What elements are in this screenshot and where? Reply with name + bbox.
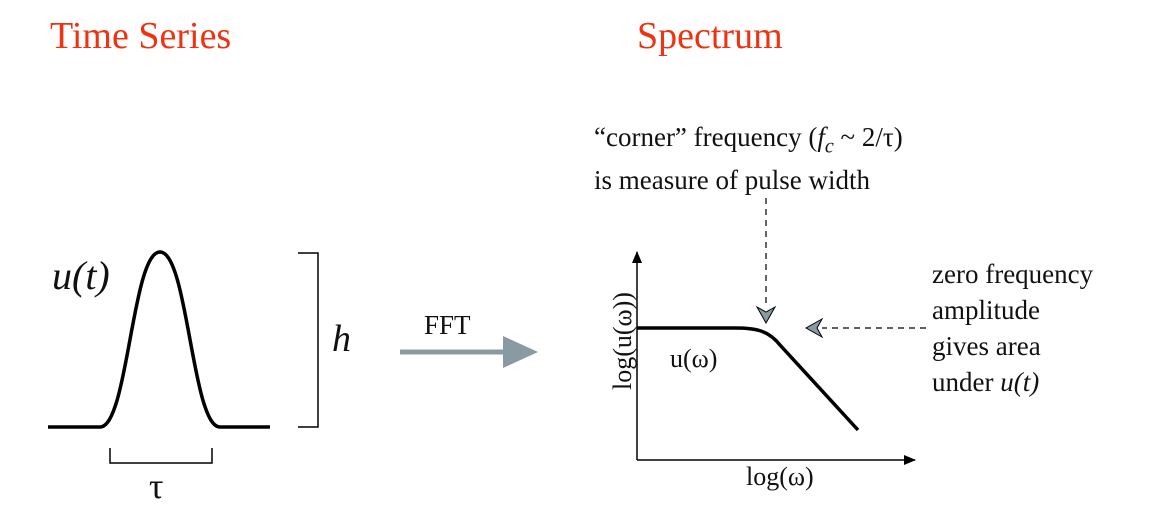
zero-frequency-note: zero frequency amplitude gives area unde… [932,256,1093,400]
zero-note-line2: amplitude [932,295,1040,325]
pulse-curve [48,250,270,429]
zero-freq-dashed-arrow [804,317,926,339]
corner-frequency-note: “corner” frequency (fc ~ 2/τ) is measure… [594,120,903,197]
spectrum-curve [637,326,860,432]
time-series-title: Time Series [50,15,232,57]
zero-note-line1: zero frequency [932,259,1094,289]
curve-label-text: u(ω) [670,344,718,373]
zero-note-line4: under u(t) [932,367,1040,397]
x-axis-label: log(ω) [746,462,814,491]
signal-label: u(t) [52,253,110,298]
height-label: h [332,318,351,360]
zero-note-line3: gives area [932,331,1041,361]
fft-label: FFT [424,310,471,340]
spectrum-title: Spectrum [637,15,783,57]
corner-note-line1: “corner” frequency (fc ~ 2/τ) [594,122,903,158]
y-axis-label: log(u(ω)) [608,292,637,390]
height-bracket [298,252,319,428]
corner-note-line2: is measure of pulse width [594,165,870,196]
width-bracket [109,448,213,464]
width-label: τ [149,466,164,506]
spectrum-axes [632,251,916,465]
curve-label: u(ω) [670,346,717,372]
corner-dashed-arrow [755,198,777,325]
fft-arrow [400,336,538,368]
